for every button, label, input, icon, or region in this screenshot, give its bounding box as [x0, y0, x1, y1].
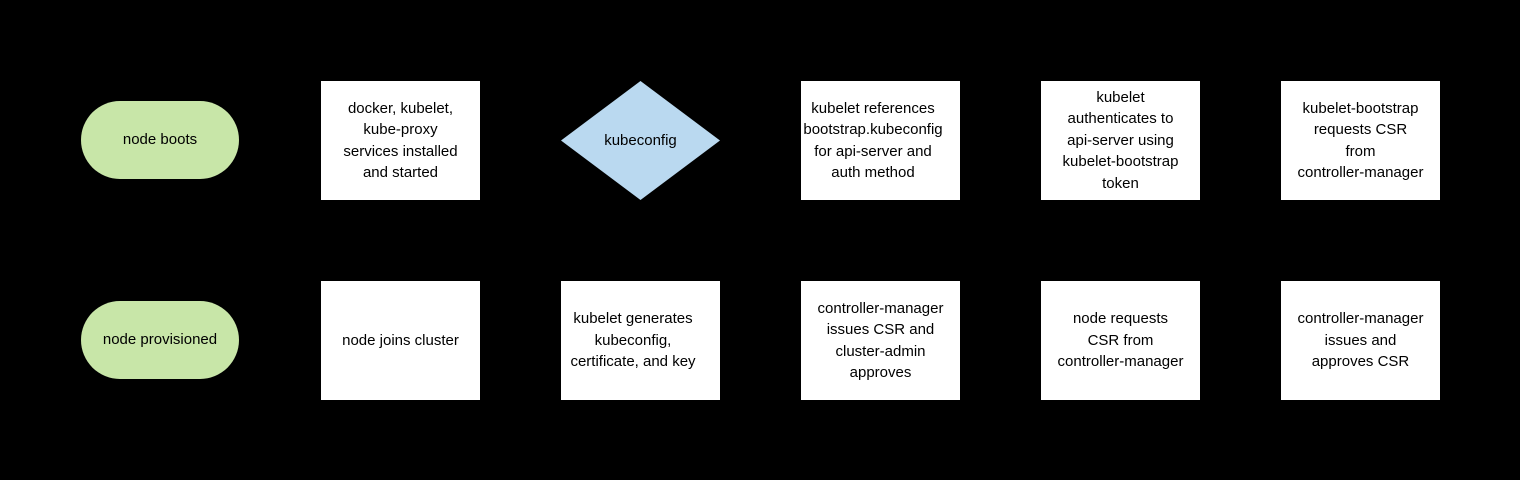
flow-node-services-installed[interactable]: docker, kubelet, kube-proxy services ins…	[321, 81, 480, 200]
flow-node-label: controller-manager issues and approves C…	[1297, 310, 1424, 371]
flow-node-label: kubelet authenticates to api-server usin…	[1062, 88, 1179, 192]
flow-node-kubelet-generates-kubeconfig[interactable]: kubelet generates kubeconfig, certificat…	[561, 281, 720, 400]
flow-node-bootstrap-requests-csr[interactable]: kubelet-bootstrap requests CSR from cont…	[1281, 81, 1440, 200]
flow-node-controller-manager-issues-csr[interactable]: controller-manager issues CSR and cluste…	[801, 281, 960, 400]
flow-node-kubeconfig-decision[interactable]: kubeconfig	[561, 81, 720, 200]
flow-node-label: node boots	[122, 131, 198, 149]
flow-node-label: node provisioned	[102, 331, 218, 349]
flow-node-node-provisioned[interactable]: node provisioned	[81, 301, 239, 379]
flow-node-kubelet-references-bootstrap[interactable]: kubelet references bootstrap.kubeconfig …	[801, 81, 960, 200]
flow-node-node-boots[interactable]: node boots	[81, 101, 239, 179]
flow-node-label: node joins cluster	[342, 331, 459, 349]
flow-node-node-requests-csr[interactable]: node requests CSR from controller-manage…	[1041, 281, 1200, 400]
flow-node-label: kubelet-bootstrap requests CSR from cont…	[1297, 99, 1424, 182]
flow-node-label: kubeconfig	[604, 131, 677, 149]
flow-node-kubelet-authenticates[interactable]: kubelet authenticates to api-server usin…	[1041, 81, 1200, 200]
flow-node-controller-manager-approves-csr[interactable]: controller-manager issues and approves C…	[1281, 281, 1440, 400]
flow-node-label: controller-manager issues CSR and cluste…	[817, 299, 944, 382]
flow-node-label: kubelet references bootstrap.kubeconfig …	[803, 99, 943, 182]
flow-node-node-joins-cluster[interactable]: node joins cluster	[321, 281, 480, 400]
flow-node-label: docker, kubelet, kube-proxy services ins…	[343, 99, 458, 182]
flow-node-label: kubelet generates kubeconfig, certificat…	[570, 310, 696, 371]
flow-node-label: node requests CSR from controller-manage…	[1057, 310, 1184, 371]
